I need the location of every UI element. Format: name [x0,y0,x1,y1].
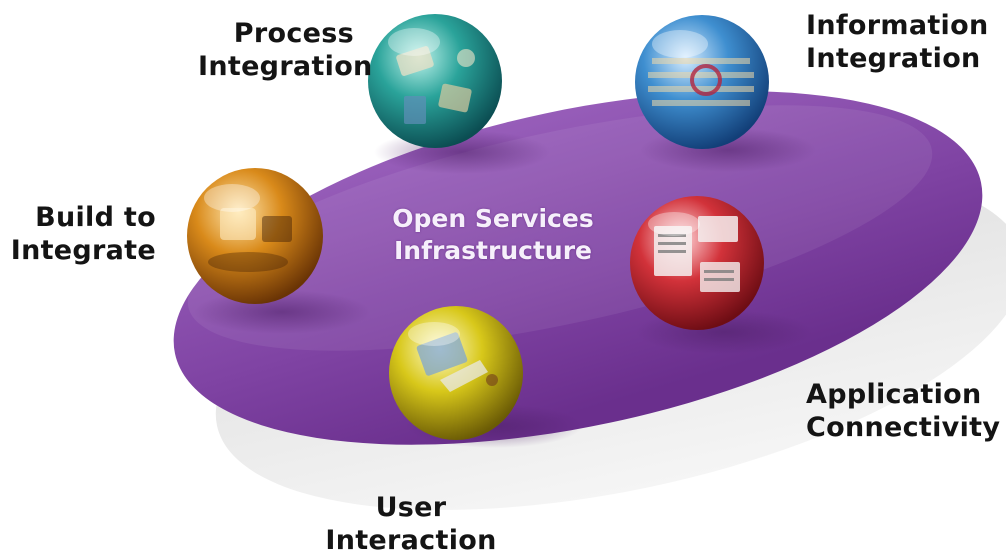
center-label: Open Services Infrastructure [370,203,616,267]
user-label-line2: Interaction [325,525,497,556]
process-sphere-icon [368,14,502,148]
center-label-line1: Open Services [392,204,594,233]
information-integration-label: Information Integration [806,9,988,75]
user-sphere-icon [389,306,523,440]
user-interaction-label: User Interaction [312,491,510,557]
information-label-line2: Integration [806,43,981,74]
application-label-line1: Application [806,379,982,410]
application-connectivity-label: Application Connectivity [806,378,1000,444]
information-label-line1: Information [806,10,989,41]
build-label-line2: Integrate [10,235,156,266]
user-label-line1: User [375,492,447,523]
build-to-integrate-label: Build to Integrate [8,201,156,267]
process-integration-label: Process Integration [198,17,373,83]
application-sphere-icon [630,196,764,330]
information-sphere-icon [635,15,769,149]
process-label-line1: Process [233,18,354,49]
application-label-line2: Connectivity [806,412,1001,443]
build-sphere-icon [187,168,323,304]
build-label-line1: Build to [35,202,156,233]
center-label-line2: Infrastructure [394,236,592,265]
process-label-line2: Integration [198,51,373,82]
